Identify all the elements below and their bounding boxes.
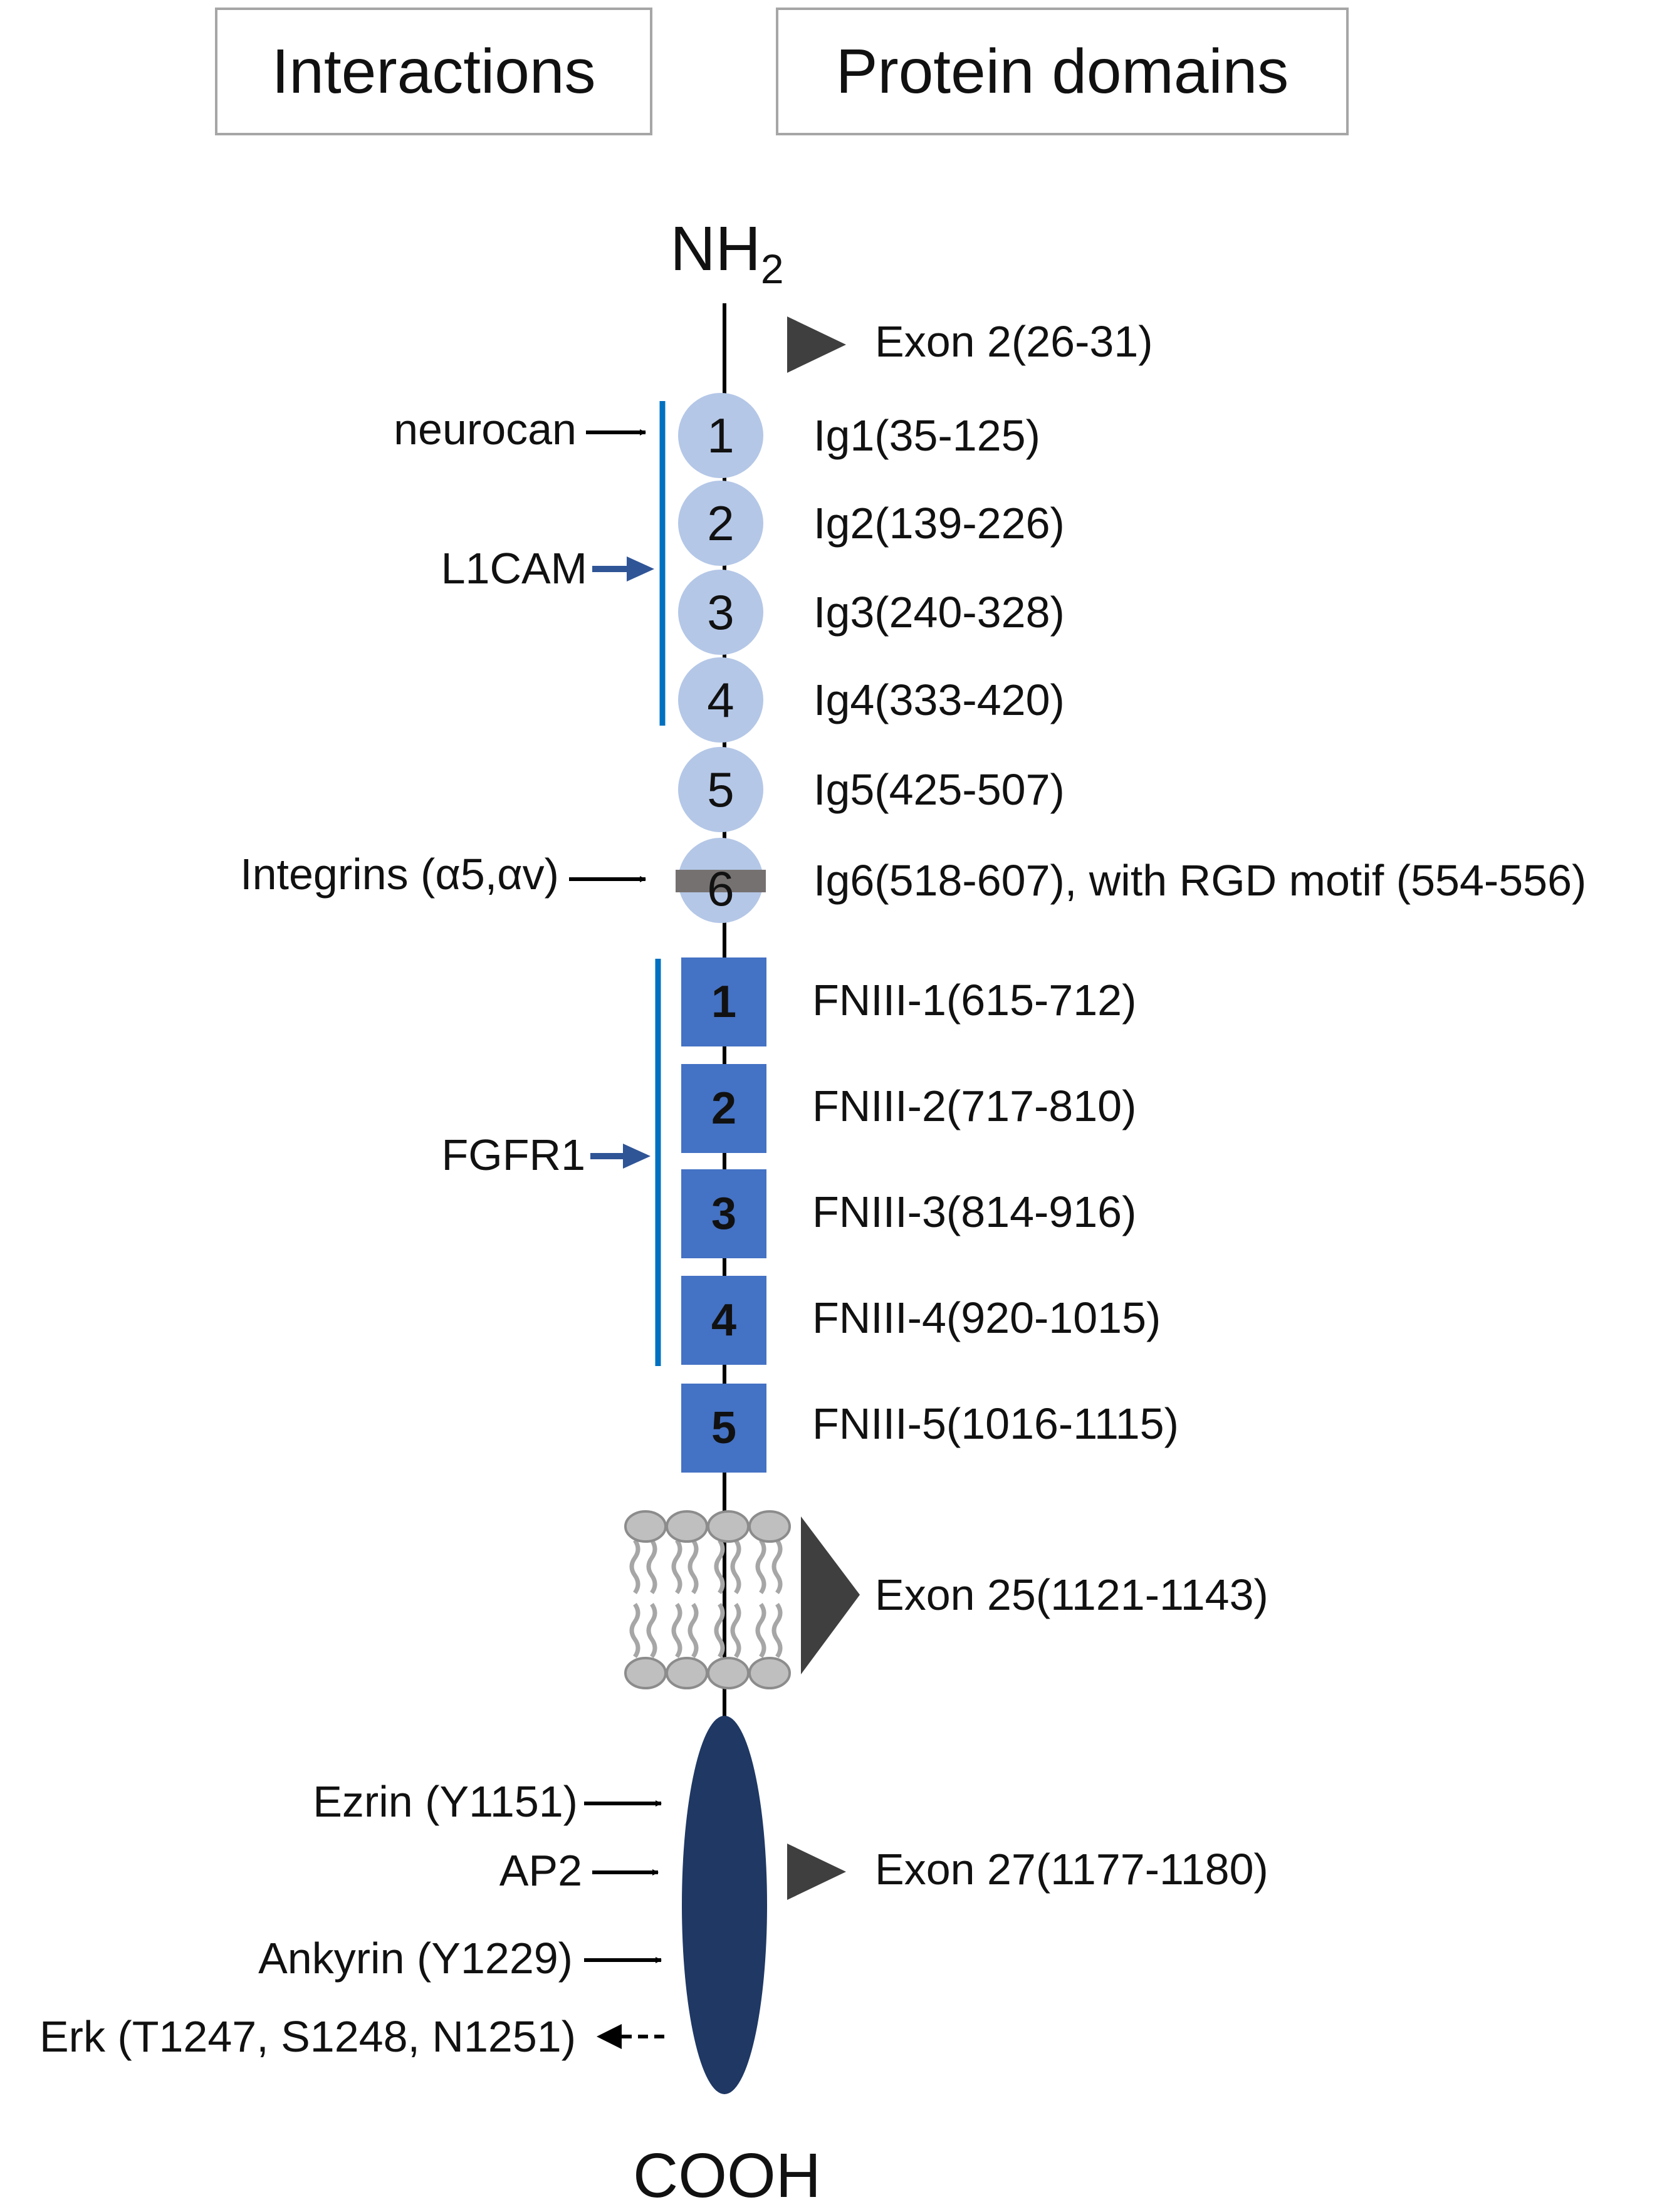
protein-domains-header-label: Protein domains [835,36,1289,107]
fn-domain-number-5: 5 [711,1403,737,1453]
cytoplasmic-domain [682,1716,767,2094]
ig3-label: Ig3(240-328) [813,588,1065,637]
ig6-label: Ig6(518-607), with RGD motif (554-556) [813,856,1587,905]
fn-domain-number-3: 3 [711,1189,737,1239]
fn-domain-1 [681,957,766,1046]
ig-domain-number-2: 2 [707,495,734,551]
exon27-label: Exon 27(1177-1180) [875,1845,1268,1894]
protein-domains-header: Protein domains [776,8,1349,135]
ig1-label: Ig1(35-125) [813,411,1040,460]
exon27-marker [787,1844,846,1900]
fgfr1-arrow [590,1144,651,1169]
membrane-bilayer [629,1538,783,1659]
ig-domain-number-5: 5 [707,761,734,817]
fn-domain-3 [681,1169,766,1258]
l1cam-label: L1CAM [441,544,587,593]
ig-domain-number-4: 4 [707,672,734,728]
n-terminus-subscript: 2 [760,246,784,292]
rgd-motif-bar [676,870,766,892]
ig-domain-number-1: 1 [707,407,734,463]
fn-domain-number-2: 2 [711,1083,737,1134]
integrins-label: Integrins (α5,αv) [240,850,559,899]
erk-label: Erk (T1247, S1248, N1251) [39,2012,576,2061]
exon25-label: Exon 25(1121-1143) [875,1570,1268,1619]
fn-domain-2 [681,1064,766,1153]
ap2-label: AP2 [499,1846,582,1895]
fgfr1-label: FGFR1 [441,1130,585,1179]
ig-domain-4 [678,657,763,743]
fn3-label: FNIII-3(814-916) [812,1187,1137,1236]
membrane-heads [624,1510,791,1689]
l1cam-arrow [592,556,654,582]
ezrin-label: Ezrin (Y1151) [313,1777,578,1826]
erk-arrow [597,2024,664,2049]
ig-domain-number-6: 6 [707,860,734,916]
ig2-label: Ig2(139-226) [813,499,1065,548]
interactions-header-label: Interactions [271,36,596,107]
n-terminus-main: NH [670,214,761,284]
ig-domain-number-3: 3 [707,584,734,640]
n-terminus-label: NH2 [664,213,790,293]
fn-domain-4 [681,1276,766,1365]
ankyrin-label: Ankyrin (Y1229) [258,1934,573,1983]
exon2-marker [787,316,846,373]
fn-domain-number-1: 1 [711,977,737,1027]
c-terminus-label: COOH [633,2141,821,2211]
fn2-label: FNIII-2(717-810) [812,1082,1137,1130]
ig4-label: Ig4(333-420) [813,676,1065,724]
fn5-label: FNIII-5(1016-1115) [812,1399,1179,1448]
ig-domain-1 [678,393,763,478]
exon25-marker [801,1516,860,1674]
fn-domain-5 [681,1384,766,1473]
fn1-label: FNIII-1(615-712) [812,976,1137,1025]
fn4-label: FNIII-4(920-1015) [812,1293,1161,1342]
ig-domain-2 [678,481,763,566]
ig-domain-5 [678,747,763,832]
fn-domain-number-4: 4 [711,1295,737,1345]
neurocan-label: neurocan [394,405,577,454]
ig5-label: Ig5(425-507) [813,765,1065,814]
exon2-label: Exon 2(26-31) [875,317,1153,366]
interactions-header: Interactions [215,8,652,135]
ig-domain-3 [678,570,763,655]
